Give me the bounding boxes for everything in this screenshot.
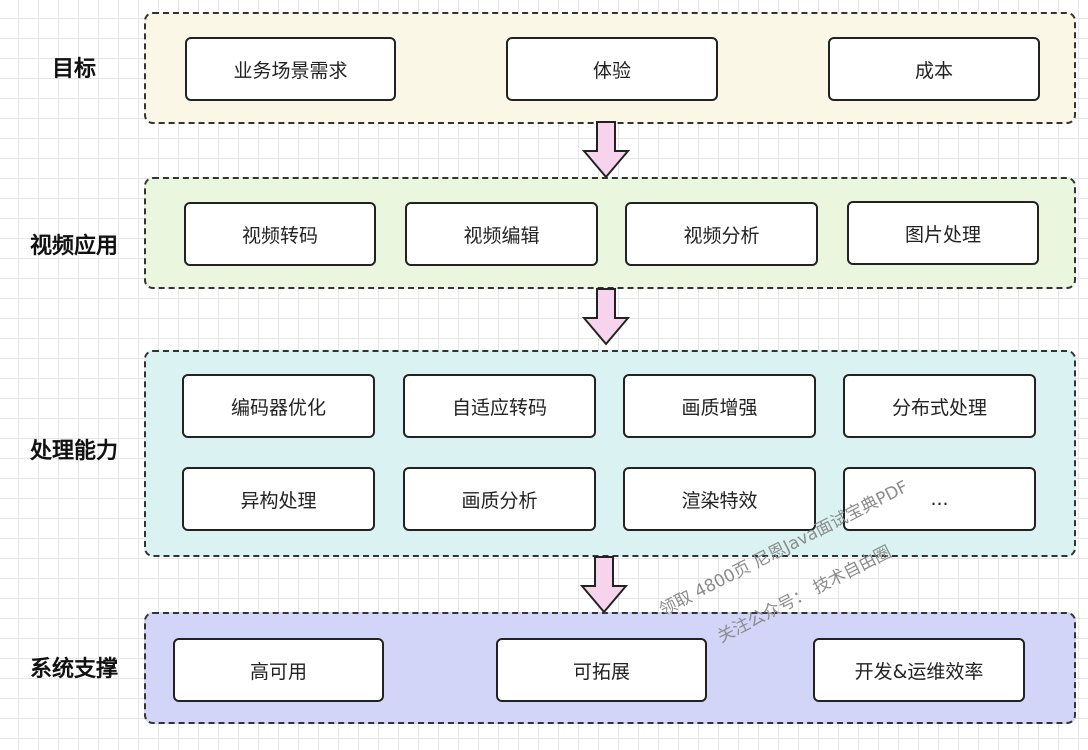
box-heterogeneous-processing: 异构处理 — [182, 467, 375, 531]
box-quality-enhance: 画质增强 — [623, 374, 816, 438]
box-encoder-optimization: 编码器优化 — [182, 374, 375, 438]
layer-label-processing: 处理能力 — [29, 439, 118, 464]
box-video-transcode: 视频转码 — [184, 202, 376, 266]
box-business-scenario: 业务场景需求 — [185, 37, 396, 101]
box-render-effects: 渲染特效 — [623, 467, 816, 531]
box-adaptive-transcode: 自适应转码 — [403, 374, 596, 438]
box-more-ellipsis: ... — [843, 467, 1036, 531]
down-arrow-icon — [582, 121, 630, 179]
box-devops-efficiency: 开发&运维效率 — [813, 638, 1025, 702]
layer-band-goal: 业务场景需求 体验 成本 — [144, 12, 1076, 124]
box-quality-analysis: 画质分析 — [403, 467, 596, 531]
layer-label-system-support: 系统支撑 — [29, 657, 118, 682]
box-video-edit: 视频编辑 — [405, 202, 598, 266]
layer-label-goal: 目标 — [51, 57, 96, 82]
down-arrow-icon — [582, 288, 630, 346]
layer-band-system-support: 高可用 可拓展 开发&运维效率 — [144, 612, 1076, 724]
box-image-processing: 图片处理 — [847, 201, 1039, 265]
layer-label-video-apps: 视频应用 — [29, 234, 118, 259]
layer-band-processing: 编码器优化 自适应转码 画质增强 分布式处理 异构处理 画质分析 渲染特效 ..… — [144, 350, 1076, 557]
box-experience: 体验 — [506, 37, 718, 101]
box-video-analysis: 视频分析 — [625, 202, 818, 266]
down-arrow-icon — [580, 556, 628, 614]
box-distributed-processing: 分布式处理 — [843, 374, 1036, 438]
layer-band-video-apps: 视频转码 视频编辑 视频分析 图片处理 — [144, 177, 1076, 289]
box-scalability: 可拓展 — [496, 638, 707, 702]
box-cost: 成本 — [828, 37, 1040, 101]
box-high-availability: 高可用 — [173, 638, 384, 702]
